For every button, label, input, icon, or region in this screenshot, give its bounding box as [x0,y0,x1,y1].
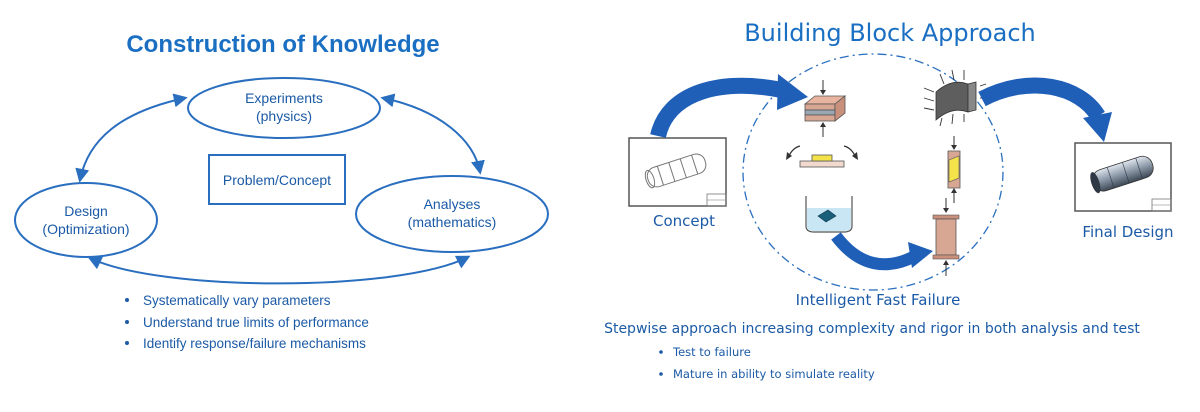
right-panel-title: Building Block Approach [744,19,1036,47]
right-bullet-item: Test to failure [672,345,751,359]
left-bullet-item: Identify response/failure mechanisms [143,336,366,351]
experiments-sublabel: (physics) [256,108,312,124]
building-block-panel: Building Block Approach Concept [604,19,1174,381]
problem-concept-node: Problem/Concept [208,154,346,205]
analyses-label: Analyses [424,196,481,212]
design-label: Design [64,203,108,219]
stepwise-caption: Stepwise approach increasing complexity … [604,321,1140,337]
arrow-experiments-analyses [380,93,485,175]
analyses-node: Analyses (mathematics) [355,175,549,253]
arrow-design-analyses [87,255,471,285]
arrow-tank-to-stiffened-panel [831,232,933,271]
arrow-to-final-design [978,77,1112,142]
right-bullet-list: Test to failure Mature in ability to sim… [659,345,875,381]
arrow-experiments-design [75,93,188,183]
experiments-label: Experiments [245,90,323,106]
left-bullet-item: Understand true limits of performance [143,315,369,330]
bullet-dot [659,350,663,354]
bullet-dot [659,372,663,376]
water-tank-icon [805,196,853,233]
stiffened-panel-icon [932,198,960,276]
left-bullet-list: Systematically vary parameters Understan… [125,293,369,351]
left-panel-title: Construction of Knowledge [126,31,439,58]
final-design-drawing [1074,142,1172,212]
concept-drawing [628,137,727,207]
bullet-dot [125,320,129,324]
coupon-laminate-icon [803,80,847,137]
arrow-concept-to-coupon [650,74,808,139]
problem-concept-label: Problem/Concept [223,172,331,188]
design-node: Design (Optimization) [14,182,158,258]
intelligent-fast-failure-label: Intelligent Fast Failure [796,291,961,309]
analyses-sublabel: (mathematics) [408,214,497,230]
intelligent-fast-failure-ellipse [742,53,1004,291]
vertical-panel-icon [947,136,961,203]
concept-label: Concept [653,212,715,230]
bullet-dot [125,341,129,345]
plate-bending-icon [786,145,858,168]
design-sublabel: (Optimization) [42,221,129,237]
construction-of-knowledge-panel: Construction of Knowledge Experiments (p… [14,31,549,351]
right-bullet-item: Mature in ability to simulate reality [673,367,875,381]
experiments-node: Experiments (physics) [187,77,381,139]
left-bullet-item: Systematically vary parameters [143,293,331,308]
final-design-label: Final Design [1082,223,1173,241]
bullet-dot [125,298,129,302]
curved-panel-icon [923,69,987,127]
